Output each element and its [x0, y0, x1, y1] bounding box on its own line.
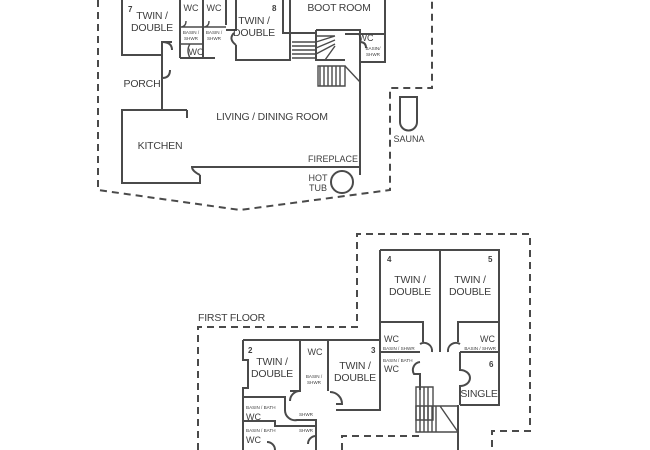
room-3-label: TWIN /	[339, 360, 371, 372]
room-4-number: 4	[387, 255, 392, 264]
first-floor-boundary	[197, 233, 531, 450]
hot-tub-label-2: TUB	[309, 183, 327, 193]
room-5-label: TWIN /	[454, 274, 486, 286]
wc-label: WC	[207, 3, 222, 13]
room-8-label: TWIN /	[238, 15, 270, 27]
rooms-2-3-walls	[242, 339, 381, 411]
wc-label: WC	[184, 3, 199, 13]
wc-label: WC	[246, 412, 261, 422]
basin-shower-label: BASIN / SHWR	[464, 346, 496, 351]
basin-bath-label: BASIN / BATH	[246, 428, 276, 433]
shower-label: SHWR	[299, 412, 314, 417]
room-3-number: 3	[371, 346, 376, 355]
ground-floor: 7 TWIN / DOUBLE WC WC BASIN / SHWR BASIN…	[97, 0, 433, 212]
wc-label: WC	[189, 47, 204, 57]
room-2-label: TWIN /	[256, 356, 288, 368]
basin-shower-label: BASIN /	[183, 30, 200, 35]
room-5-number: 5	[488, 255, 493, 264]
room-6-label: SINGLE	[460, 388, 498, 400]
room-2-label-2: DOUBLE	[251, 368, 293, 380]
wc-label: WC	[384, 364, 399, 374]
kitchen-label: KITCHEN	[138, 140, 183, 152]
basin-shower-label-2: SHWR	[366, 52, 381, 57]
first-floor-title: FIRST FLOOR	[198, 312, 266, 324]
boot-room-walls	[282, 0, 386, 63]
basin-bath-label: BASIN / BATH	[383, 358, 413, 363]
basin-bath-label: BASIN / BATH	[246, 405, 276, 410]
shower-label: SHWR	[299, 428, 314, 433]
room-7-number: 7	[128, 5, 133, 14]
room-7-label-2: DOUBLE	[131, 22, 173, 34]
room-2-number: 2	[248, 346, 253, 355]
wc-label: WC	[308, 347, 323, 357]
basin-shower-label: BASIN /	[206, 30, 223, 35]
room-4-label-2: DOUBLE	[389, 286, 431, 298]
porch-label: PORCH	[124, 78, 161, 90]
hot-tub	[330, 170, 354, 194]
room-7-walls	[121, 0, 162, 56]
room-6-number: 6	[489, 360, 494, 369]
room-8-label-2: DOUBLE	[233, 27, 275, 39]
basin-shower-label-2: SHWR	[184, 36, 199, 41]
fireplace-label: FIREPLACE	[308, 154, 358, 164]
room-5-label-2: DOUBLE	[449, 286, 491, 298]
living-dining-label: LIVING / DINING ROOM	[216, 111, 328, 123]
basin-shower-label: BASIN / SHWR	[383, 346, 415, 351]
boot-room-label: BOOT ROOM	[307, 2, 370, 14]
room-8-number: 8	[272, 4, 277, 13]
wc-label: WC	[246, 435, 261, 445]
porch-walls	[161, 55, 171, 110]
kitchen-walls	[121, 109, 201, 184]
basin-shower-label-2: SHWR	[207, 36, 222, 41]
room-8-walls	[226, 0, 291, 61]
first-floor-staircase	[415, 386, 459, 450]
wc-label: WC	[480, 334, 495, 344]
sauna	[399, 96, 418, 132]
ground-floor-boundary	[97, 0, 433, 212]
room-4-label: TWIN /	[394, 274, 426, 286]
basin-shower-label-2: SHWR	[307, 380, 322, 385]
wc-label: WC	[359, 33, 374, 43]
basin-shower-label: BASIN/	[365, 46, 381, 51]
room-3-label-2: DOUBLE	[334, 372, 376, 384]
first-floor: FIRST FLOOR 4 TWIN / DOUBLE 5 TWIN / DOU…	[197, 233, 531, 450]
room-7-label: TWIN /	[136, 10, 168, 22]
rooms-4-5-walls	[379, 249, 500, 406]
hot-tub-label: HOT	[309, 173, 329, 183]
basin-shower-label: BASIN /	[306, 374, 323, 379]
sauna-label: SAUNA	[393, 134, 424, 144]
staircase	[292, 29, 361, 88]
wc-label: WC	[384, 334, 399, 344]
